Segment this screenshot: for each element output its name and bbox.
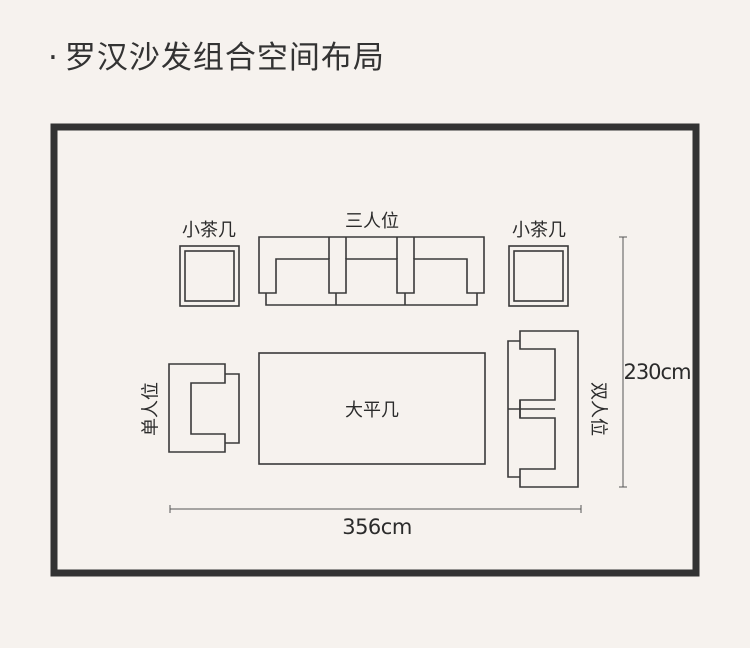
width-dimension-line: [169, 505, 582, 513]
side-table-left: [179, 245, 240, 307]
label-side-table-left: 小茶几: [182, 220, 236, 241]
label-height-dimension: 230cm: [623, 360, 690, 384]
three-seater-sofa: [258, 236, 485, 306]
label-two-seater: 双人位: [588, 382, 609, 436]
label-three-seater: 三人位: [345, 211, 399, 232]
title-bullet: ·: [48, 40, 59, 76]
coffee-table: [258, 352, 486, 465]
page-title: ·罗汉沙发组合空间布局: [48, 38, 385, 78]
label-width-dimension: 356cm: [342, 515, 412, 539]
label-side-table-right: 小茶几: [512, 220, 566, 241]
single-seater-sofa: [168, 363, 240, 453]
side-table-right: [508, 245, 569, 307]
label-coffee-table: 大平几: [345, 400, 399, 421]
title-text: 罗汉沙发组合空间布局: [64, 40, 385, 76]
label-single-seater: 单人位: [141, 382, 162, 436]
room-border: [50, 123, 700, 577]
height-dimension-line: [619, 236, 627, 488]
two-seater-sofa: [507, 330, 579, 488]
